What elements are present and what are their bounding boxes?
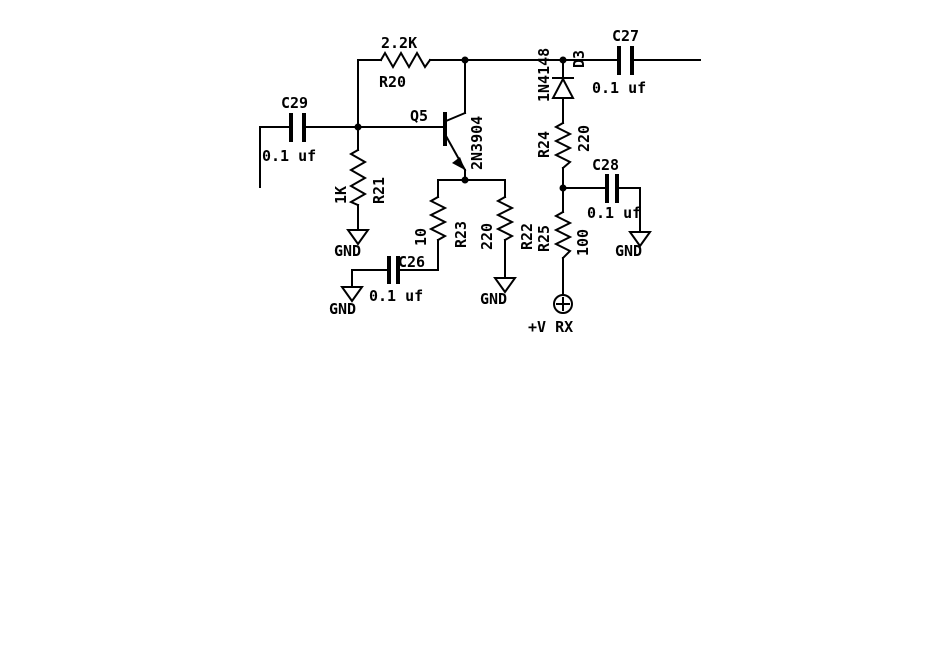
capacitor-c27: [619, 46, 632, 75]
resistor-r22: [498, 197, 512, 240]
q5-ref-label: Q5: [410, 107, 428, 125]
c27-value-label: 0.1 uf: [592, 79, 646, 97]
c26-value-label: 0.1 uf: [369, 287, 423, 305]
d3-ref-label: D3: [570, 50, 588, 68]
gnd-label: GND: [615, 242, 642, 260]
r21-ref-label: R21: [370, 177, 388, 204]
c27-ref-label: C27: [612, 27, 639, 45]
resistor-r20: [381, 53, 430, 67]
r25-value-label: 100: [574, 229, 592, 256]
r20-value-label: 2.2K: [381, 34, 417, 52]
d3-part-label: 1N4148: [535, 48, 553, 102]
supply-terminal-icon: [554, 295, 572, 313]
gnd-label: GND: [329, 300, 356, 318]
resistor-r21: [351, 150, 365, 205]
diode-d3: [553, 70, 573, 108]
resistor-r24: [556, 123, 570, 168]
labels: 2.2K R20 C29 0.1 uf Q5 2N3904 1K R21 10 …: [262, 27, 646, 336]
r22-value-label: 220: [478, 223, 496, 250]
r24-value-label: 220: [575, 125, 593, 152]
r23-value-label: 10: [412, 228, 430, 246]
capacitor-c29: [291, 113, 304, 142]
r25-ref-label: R25: [535, 225, 553, 252]
capacitor-c28: [607, 174, 617, 203]
supply-label: +V RX: [528, 318, 573, 336]
transistor-q5: [445, 112, 465, 170]
r20-ref-label: R20: [379, 73, 406, 91]
c29-value-label: 0.1 uf: [262, 147, 316, 165]
q5-part-label: 2N3904: [468, 116, 486, 170]
c28-ref-label: C28: [592, 156, 619, 174]
r22-ref-label: R22: [518, 223, 536, 250]
c28-value-label: 0.1 uf: [587, 204, 641, 222]
gnd-label: GND: [480, 290, 507, 308]
c26-ref-label: C26: [398, 253, 425, 271]
resistor-r25: [556, 212, 570, 258]
c29-ref-label: C29: [281, 94, 308, 112]
ground-icon: [342, 287, 362, 301]
resistor-r23: [431, 197, 445, 240]
r24-ref-label: R24: [535, 131, 553, 158]
capacitor-c26: [389, 256, 398, 284]
r21-value-label: 1K: [332, 186, 350, 204]
gnd-label: GND: [334, 242, 361, 260]
r23-ref-label: R23: [452, 221, 470, 248]
